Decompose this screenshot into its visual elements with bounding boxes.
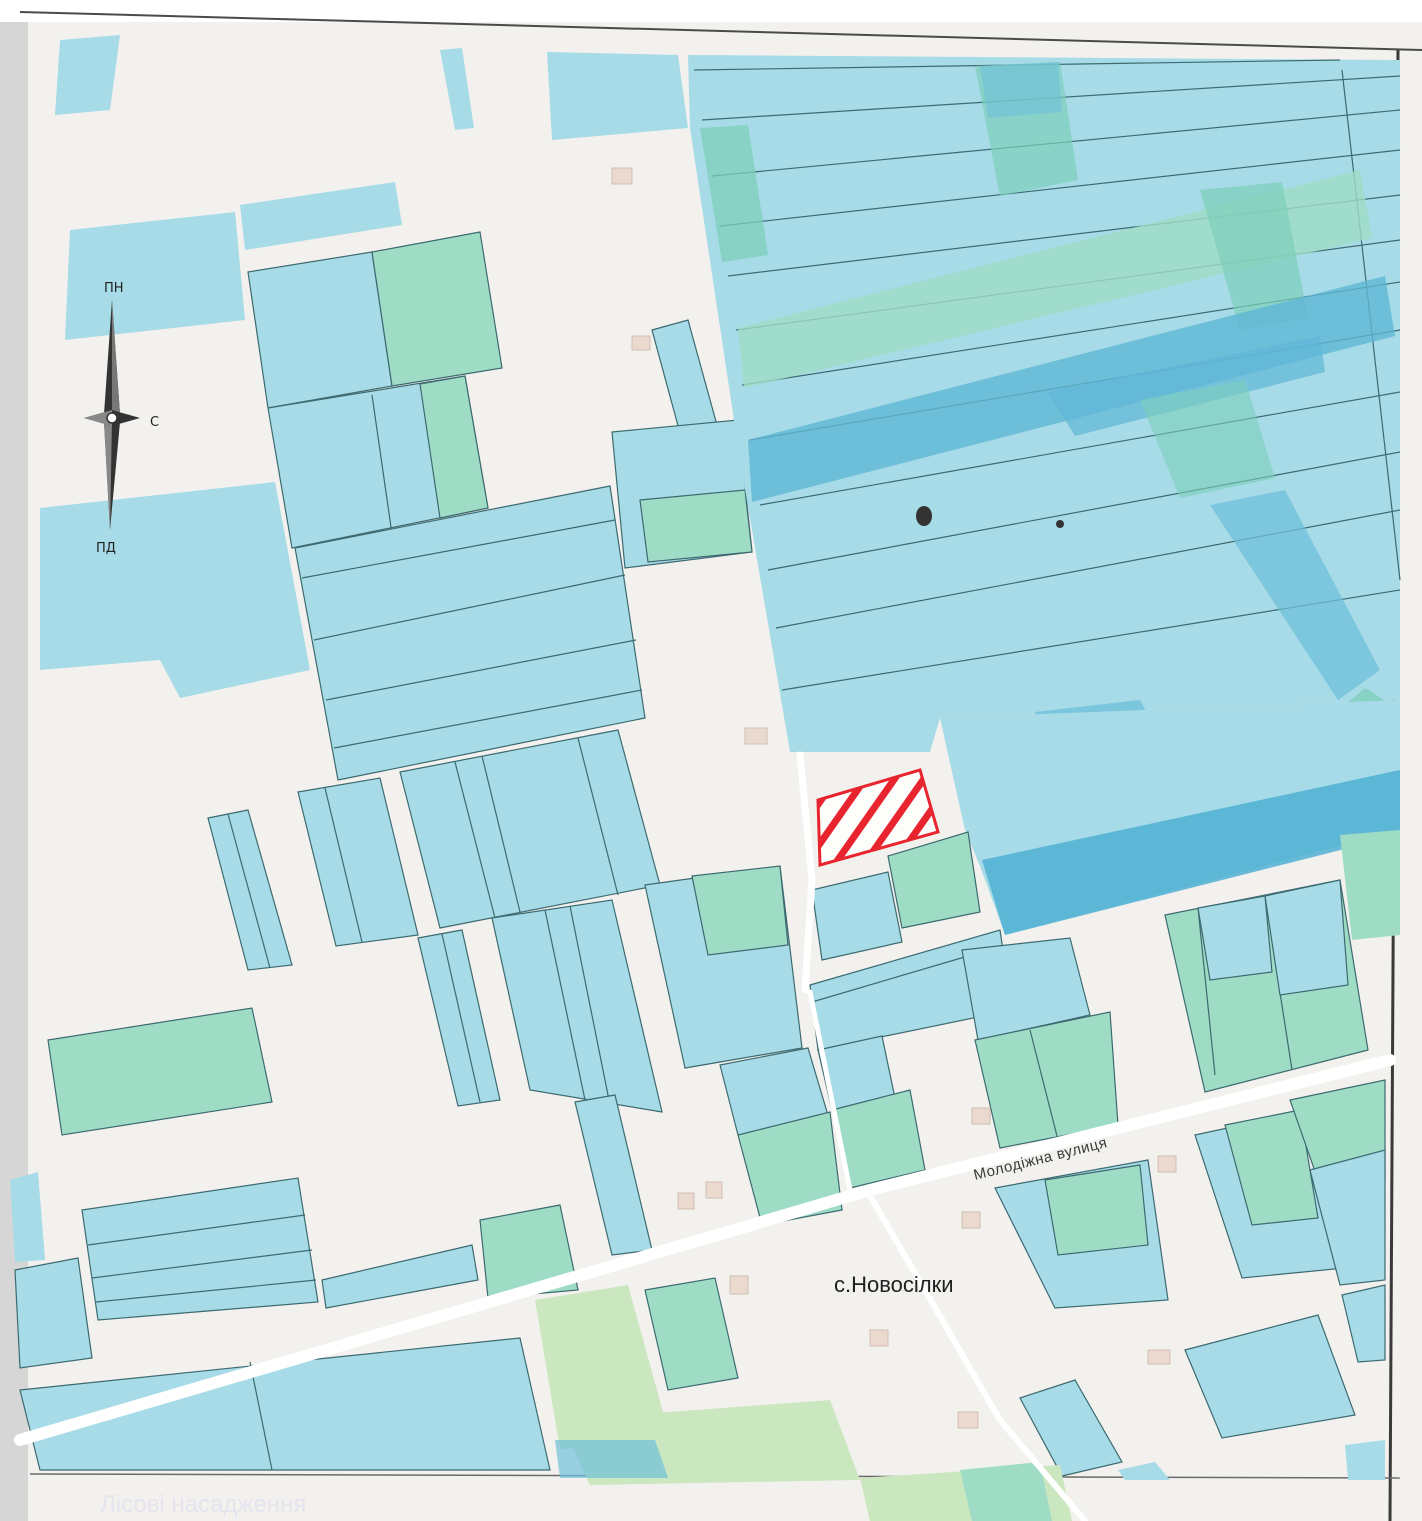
parcel (55, 35, 120, 115)
faded-caption: Лісові насадження (100, 1491, 306, 1518)
parcel (1200, 182, 1308, 330)
parcel (547, 52, 688, 140)
parcel (491, 899, 663, 1113)
parcel (371, 231, 503, 387)
scan-top-strip (0, 0, 1422, 22)
parcel (1309, 1149, 1386, 1286)
scan-left-shadow (0, 0, 28, 1521)
parcel (1341, 1284, 1386, 1363)
parcel (691, 865, 789, 956)
parcel (811, 871, 903, 961)
parcel (1140, 380, 1275, 498)
road (865, 1189, 1088, 1521)
parcel (207, 809, 293, 971)
parcel (321, 1244, 479, 1309)
parcel (1048, 336, 1325, 436)
parcel (1184, 1314, 1356, 1439)
parcel (1197, 895, 1273, 981)
parcel (1264, 879, 1349, 996)
parcel (980, 62, 1062, 118)
parcel (1224, 1109, 1319, 1226)
parcel (247, 251, 393, 409)
parcel (81, 1177, 319, 1321)
parcel (1118, 1462, 1170, 1480)
parcel (555, 1440, 668, 1478)
map-mark (1056, 520, 1064, 528)
parcels-layer (10, 35, 1401, 1521)
parcel (1345, 1440, 1385, 1480)
parcel (700, 125, 768, 262)
parcel (65, 212, 245, 340)
parcel (479, 1204, 579, 1299)
parcel (40, 482, 310, 698)
map-top-border (19, 11, 1422, 51)
compass-south-label: ПД (96, 541, 116, 556)
compass-east-label: С (150, 415, 159, 430)
parcel (961, 937, 1091, 1041)
parcel (419, 375, 489, 519)
compass-rose-icon (84, 300, 140, 530)
parcel (1340, 830, 1400, 940)
parcel (1019, 1379, 1123, 1477)
parcel (297, 777, 419, 947)
parcel (417, 929, 501, 1107)
buildings-layer (611, 167, 1177, 1429)
parcel (14, 1257, 93, 1369)
village-label: с.Новосілки (834, 1272, 954, 1297)
highlighted-parcel (816, 768, 940, 867)
parcel (10, 1172, 45, 1262)
road (796, 751, 816, 994)
roads-layer (14, 751, 1396, 1521)
parcel (1210, 490, 1380, 700)
parcel (240, 182, 402, 250)
compass-north-label: ПН (104, 281, 124, 296)
parcel (535, 1285, 668, 1450)
parcel (440, 48, 474, 130)
parcel (982, 770, 1400, 935)
road (807, 989, 853, 1193)
parcel (644, 1277, 739, 1391)
map-mark (916, 506, 932, 526)
parcel (960, 1462, 1052, 1521)
parcel (737, 1111, 843, 1226)
parcel (47, 1007, 273, 1136)
parcel (19, 1337, 551, 1471)
parcel (1044, 1164, 1149, 1256)
parcel (639, 489, 753, 563)
parcel (887, 831, 981, 929)
